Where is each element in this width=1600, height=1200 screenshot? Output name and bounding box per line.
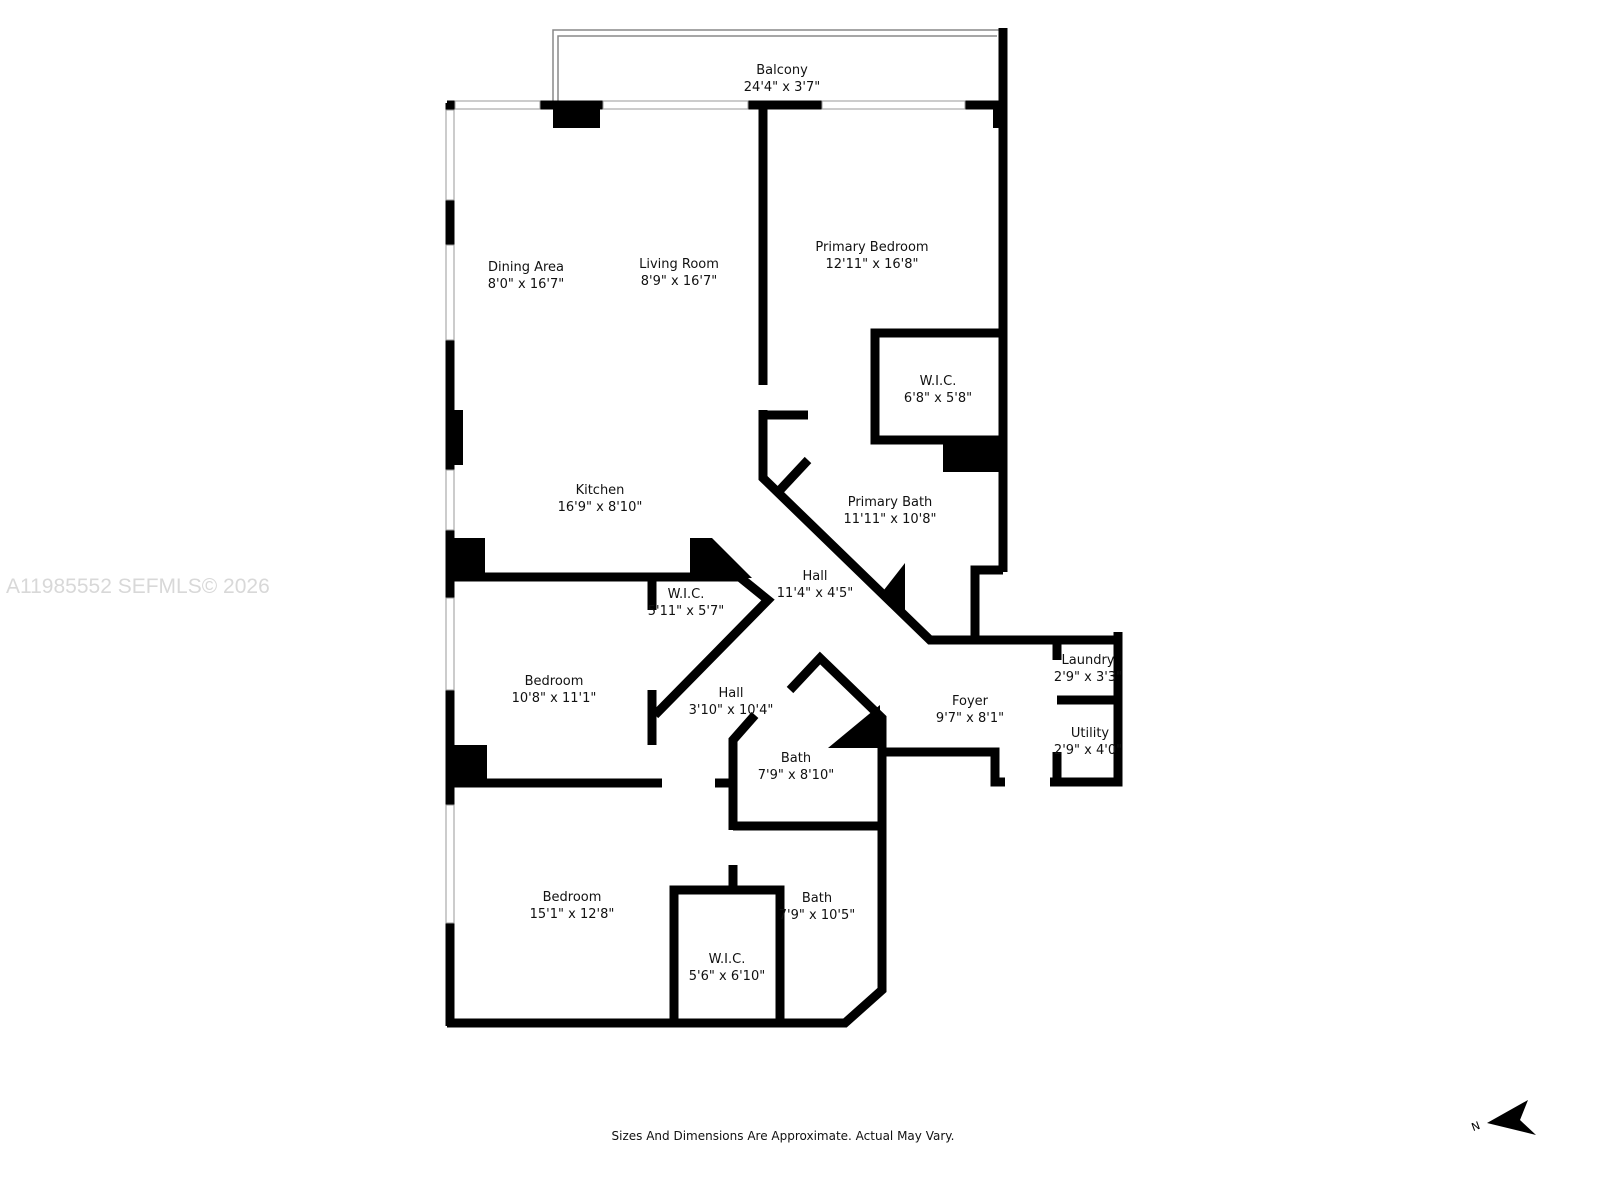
room-dim: 2'9" x 4'0" [1054, 743, 1122, 758]
room-name: W.I.C. [920, 374, 957, 389]
room-dim: 11'11" x 10'8" [844, 512, 937, 527]
room-name: Bedroom [543, 890, 602, 905]
room-name: Bedroom [525, 674, 584, 689]
balcony-railing [552, 29, 1003, 103]
window [602, 100, 749, 110]
room-dim: 15'1" x 12'8" [530, 907, 615, 922]
walls [445, 28, 1123, 1028]
room-labels: Balcony 24'4" x 3'7" Dining Area 8'0" x … [488, 63, 1122, 984]
wic-walls [669, 885, 785, 1028]
room-name: Primary Bath [848, 495, 933, 510]
room-dim: 7'9" x 10'5" [779, 908, 855, 923]
room-name: Balcony [756, 63, 808, 78]
room-name: Primary Bedroom [815, 240, 928, 255]
room-dim: 5'6" x 6'10" [689, 969, 765, 984]
room-dim: 7'9" x 8'10" [758, 768, 834, 783]
room-name: Kitchen [576, 483, 625, 498]
room-dim: 8'0" x 16'7" [488, 277, 564, 292]
room-dim: 9'7" x 8'1" [936, 711, 1004, 726]
room-name: Foyer [952, 694, 989, 709]
room-name: W.I.C. [668, 587, 705, 602]
room-dim: 16'9" x 8'10" [558, 500, 643, 515]
room-name: Dining Area [488, 260, 564, 275]
room-name: Hall [803, 569, 828, 584]
room-dim: 8'9" x 16'7" [641, 274, 717, 289]
window [445, 804, 455, 924]
room-dim: 11'4" x 4'5" [777, 586, 853, 601]
watermark: A11985552 SEFMLS© 2026 [6, 575, 270, 598]
room-name: Hall [719, 686, 744, 701]
room-dim: 2'9" x 3'3" [1054, 670, 1122, 685]
window [445, 244, 455, 341]
window [454, 100, 541, 110]
window [445, 469, 455, 531]
window [445, 597, 455, 691]
window [445, 109, 455, 201]
room-dim: 6'8" x 5'8" [904, 391, 972, 406]
room-name: Bath [802, 891, 832, 906]
balcony-railing-inner [557, 35, 997, 103]
disclaimer: Sizes And Dimensions Are Approximate. Ac… [611, 1129, 955, 1143]
wic-walls [870, 328, 1008, 445]
room-dim: 10'8" x 11'1" [512, 691, 597, 706]
room-name: Laundry [1062, 653, 1115, 668]
room-dim: 24'4" x 3'7" [744, 80, 820, 95]
room-name: Bath [781, 751, 811, 766]
room-dim: 5'11" x 5'7" [648, 604, 724, 619]
room-name: Living Room [639, 257, 719, 272]
room-dim: 3'10" x 10'4" [689, 703, 774, 718]
window [821, 100, 966, 110]
room-dim: 12'11" x 16'8" [826, 257, 919, 272]
room-name: W.I.C. [709, 952, 746, 967]
room-name: Utility [1071, 726, 1110, 741]
